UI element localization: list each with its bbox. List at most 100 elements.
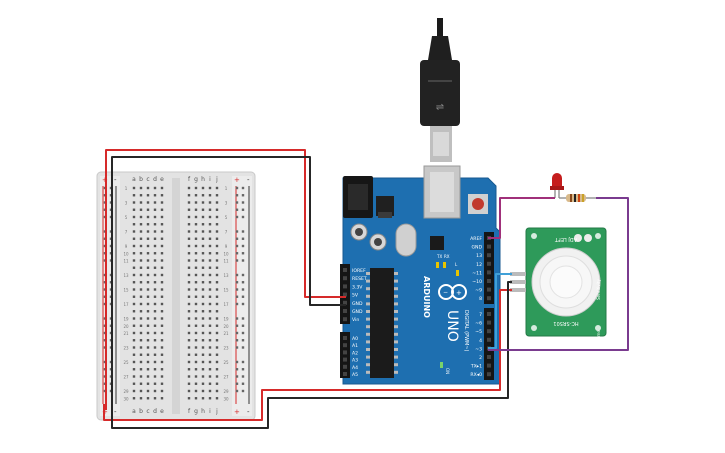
header-pin[interactable]: [343, 317, 347, 322]
digital-header-bottom: [484, 308, 494, 380]
rail-hole: [241, 302, 245, 306]
breadboard-hole: [208, 302, 212, 306]
header-pin[interactable]: [487, 244, 491, 249]
breadboard-hole: [215, 368, 219, 371]
breadboard-hole: [153, 375, 157, 378]
header-pin[interactable]: [487, 296, 491, 301]
header-pin[interactable]: [343, 364, 347, 369]
rail-hole: [241, 259, 245, 262]
header-pin[interactable]: [343, 372, 347, 376]
row-label: 27: [223, 375, 229, 380]
breadboard-hole: [146, 266, 150, 269]
breadboard-hole: [139, 288, 143, 291]
breadboard-hole: [187, 346, 191, 349]
header-pin[interactable]: [343, 284, 347, 289]
breadboard-hole: [194, 252, 198, 255]
breadboard-hole: [187, 317, 191, 320]
header-pin[interactable]: [343, 309, 347, 313]
breadboard-hole: [153, 339, 157, 342]
header-pin[interactable]: [343, 292, 347, 297]
digital-pin-label: 12: [476, 262, 482, 268]
breadboard-hole: [139, 266, 143, 269]
breadboard-hole: [208, 346, 212, 349]
breadboard-hole: [208, 237, 212, 240]
breadboard-hole: [201, 186, 205, 190]
breadboard-hole: [132, 288, 136, 291]
breadboard-hole: [146, 310, 150, 313]
breadboard-hole: [208, 310, 212, 313]
breadboard-hole: [187, 324, 191, 327]
header-pin[interactable]: [343, 300, 347, 305]
header-pin[interactable]: [487, 363, 491, 368]
breadboard-hole: [139, 273, 143, 277]
breadboard-hole: [160, 310, 164, 313]
breadboard-hole: [160, 223, 164, 226]
column-label: a: [132, 408, 136, 415]
breadboard-hole: [160, 186, 164, 190]
digital-header-top: [484, 232, 494, 304]
row-label: 19: [223, 317, 229, 322]
breadboard-hole: [153, 346, 157, 349]
breadboard-hole: [132, 324, 136, 327]
crystal: [395, 223, 417, 257]
header-pin[interactable]: [343, 268, 347, 272]
column-label: e: [160, 176, 164, 183]
time-knob[interactable]: [584, 234, 592, 242]
header-pin[interactable]: [487, 337, 491, 342]
breadboard-hole: [153, 230, 157, 233]
header-pin[interactable]: [343, 350, 347, 355]
breadboard-hole: [187, 360, 191, 364]
breadboard-hole: [215, 302, 219, 306]
header-pin[interactable]: [487, 287, 491, 292]
header-pin[interactable]: [487, 372, 491, 377]
header-pin[interactable]: [487, 279, 491, 283]
chip-pin: [394, 340, 398, 344]
breadboard-hole: [160, 244, 164, 248]
header-pin[interactable]: [487, 355, 491, 359]
rail-hole: [241, 382, 245, 385]
header-pin[interactable]: [343, 357, 347, 362]
header-pin[interactable]: [487, 261, 491, 266]
breadboard-hole: [139, 317, 143, 320]
column-label: a: [132, 176, 136, 183]
header-pin[interactable]: [343, 336, 347, 340]
breadboard-hole: [132, 389, 136, 393]
breadboard-hole: [194, 310, 198, 313]
svg-text:+: +: [456, 289, 462, 297]
pir-pin-1: [510, 272, 526, 276]
breadboard-hole: [132, 201, 136, 204]
breadboard-hole: [201, 302, 205, 306]
sensitivity-knob[interactable]: [574, 234, 582, 242]
digital-pwm-label: DIGITAL (PWM~): [463, 310, 469, 352]
wire-red-bottom: [103, 289, 512, 421]
header-pin[interactable]: [343, 276, 347, 281]
header-pin[interactable]: [487, 320, 491, 325]
breadboard-hole: [139, 382, 143, 385]
chip-pin: [366, 363, 370, 367]
usb-symbol-icon: ⇌: [436, 102, 444, 113]
column-label: j: [215, 408, 218, 415]
header-pin[interactable]: [487, 270, 491, 275]
breadboard-hole: [201, 252, 205, 255]
breadboard-hole: [187, 208, 191, 211]
breadboard-hole: [146, 382, 150, 385]
breadboard-hole: [153, 208, 157, 211]
header-pin[interactable]: [487, 253, 491, 258]
breadboard-hole: [208, 397, 212, 400]
header-pin[interactable]: [487, 312, 491, 316]
breadboard-hole: [146, 331, 150, 335]
chip-pins: [366, 272, 398, 374]
header-pin[interactable]: [487, 329, 491, 334]
row-label: 25: [223, 360, 229, 365]
breadboard-hole: [139, 208, 143, 211]
breadboard-hole: [215, 237, 219, 240]
arduino-uno: TX RX L ON − + ARDUINO UNO DIGITAL (PWM~…: [340, 165, 501, 385]
breadboard-hole: [215, 310, 219, 313]
header-pin[interactable]: [343, 343, 347, 348]
rail-hole: [241, 244, 245, 248]
breadboard-hole: [187, 237, 191, 240]
breadboard-hole: [160, 194, 164, 197]
breadboard-hole: [201, 310, 205, 313]
wire-signal-blue: [488, 273, 512, 349]
pir-sensor: ADJ LEFT HC-SR501 Sensitivity Time: [510, 227, 607, 341]
